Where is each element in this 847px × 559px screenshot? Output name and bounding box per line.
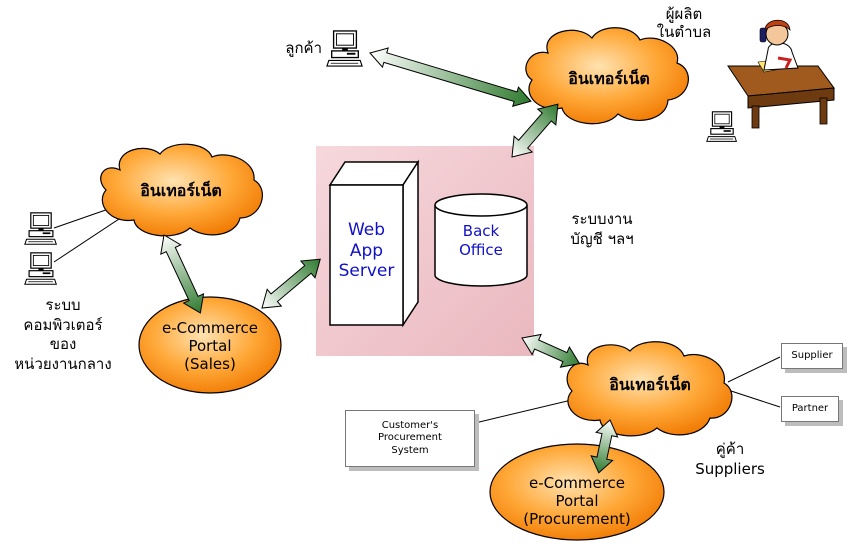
- arrow-internet-portal-procurement: [590, 419, 619, 474]
- arrows: [160, 47, 619, 474]
- arrow-customer-internet: [369, 47, 532, 107]
- portal-procurement-line-2: Portal: [555, 492, 599, 510]
- customer-procurement-line-1: Customer's: [381, 419, 439, 431]
- customer-procurement-system-box: Customer's Procurement System: [345, 410, 475, 467]
- computer-icon-2: [24, 252, 57, 285]
- accounting-system-line-1: ระบบงาน: [571, 210, 633, 228]
- internet-cloud-left: [100, 143, 263, 237]
- portal-procurement-line-3: (Procurement): [523, 510, 631, 528]
- computer-icon-1: [24, 212, 57, 245]
- arrow-panel-internet-bottom: [521, 333, 581, 368]
- central-computer-label: ระบบ คอมพิวเตอร์ ของ หน่วยงานกลาง: [4, 296, 122, 374]
- portal-sales-line-1: e-Commerce: [161, 319, 259, 337]
- customer-computer-icon: [326, 30, 363, 67]
- arrow-internet-portal-sales: [160, 234, 205, 314]
- web-app-server-line-1: Web: [347, 220, 386, 240]
- accounting-system-line-2: บัญชี ฯลฯ: [570, 229, 634, 248]
- central-computer-line-2: คอมพิวเตอร์: [23, 315, 103, 334]
- portal-procurement-label: e-Commerce Portal (Procurement): [507, 474, 647, 528]
- back-office-label: Back Office: [435, 222, 527, 260]
- trade-partner-line-1: คู่ค้า: [715, 440, 745, 458]
- portal-sales-label: e-Commerce Portal (Sales): [150, 319, 270, 373]
- local-producer-line-2: ในตำบล: [656, 22, 712, 41]
- portal-sales-ellipse: [138, 296, 282, 394]
- trade-partner-label: คู่ค้า Suppliers: [680, 440, 780, 479]
- producer-computer-icon: [706, 111, 737, 142]
- arrow-portal-sales-panel: [261, 258, 321, 309]
- internet-cloud-top: [525, 27, 689, 125]
- central-computer-line-3: ของ: [49, 335, 77, 353]
- internet-cloud-bottom: [566, 341, 733, 437]
- web-app-server-label: Web App Server: [330, 220, 403, 282]
- web-app-server-line-2: App: [349, 240, 384, 261]
- internet-label-bottom: อินเทอร์เน็ต: [609, 375, 691, 394]
- accounting-system-label: ระบบงาน บัญชี ฯลฯ: [552, 210, 652, 249]
- portal-procurement-line-1: e-Commerce: [528, 474, 626, 492]
- local-producer-line-1: ผู้ผลิต: [665, 5, 703, 23]
- customer-label: ลูกค้า: [285, 39, 322, 57]
- central-computer-line-4: หน่วยงานกลาง: [14, 354, 112, 373]
- central-computer-line-1: ระบบ: [45, 296, 81, 314]
- arrow-internet-panel: [511, 103, 559, 158]
- customer-procurement-line-3: System: [391, 444, 429, 456]
- customer-procurement-line-2: Procurement: [378, 432, 442, 444]
- portal-sales-line-2: Portal: [188, 337, 232, 355]
- web-app-server-line-3: Server: [338, 261, 395, 282]
- web-app-server-icon: [328, 159, 420, 328]
- back-office-database-icon: [434, 193, 528, 287]
- trade-partner-line-2: Suppliers: [695, 459, 765, 478]
- supplier-box: Supplier: [781, 343, 843, 369]
- internet-label-left: อินเทอร์เน็ต: [140, 181, 222, 200]
- partner-box: Partner: [781, 396, 839, 422]
- back-office-line-2: Office: [459, 240, 503, 259]
- internet-label-top: อินเทอร์เน็ต: [568, 69, 650, 88]
- portal-sales-line-3: (Sales): [184, 355, 236, 373]
- portal-procurement-ellipse: [489, 443, 665, 541]
- local-producer-label: ผู้ผลิต ในตำบล: [644, 5, 724, 41]
- producer-phone-icon: [727, 19, 835, 129]
- back-office-line-1: Back: [462, 222, 500, 240]
